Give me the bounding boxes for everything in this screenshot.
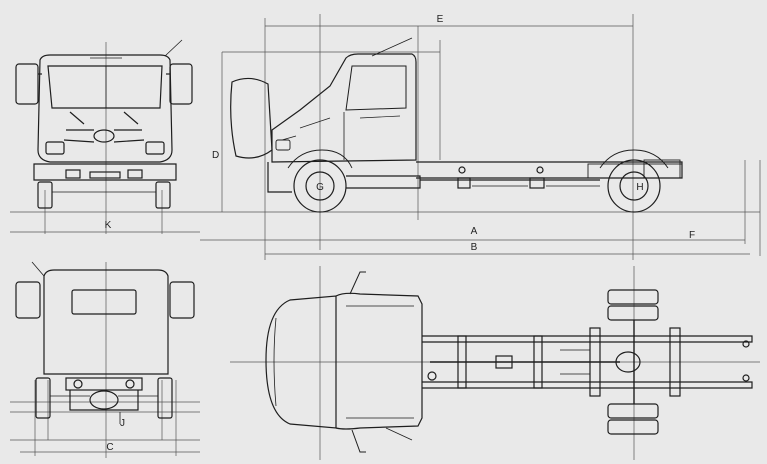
label-a: A [471,226,478,237]
label-e: E [437,14,444,25]
label-b: B [471,242,478,253]
label-k: K [105,220,112,231]
label-h: H [636,182,643,193]
label-g: G [316,182,324,193]
label-c: C [106,442,113,453]
label-d: D [212,150,219,161]
label-j: J [120,418,125,429]
top-view [230,266,760,460]
front-view [10,39,200,234]
label-f: F [689,230,695,241]
rear-view [10,261,200,458]
side-view [200,14,761,260]
